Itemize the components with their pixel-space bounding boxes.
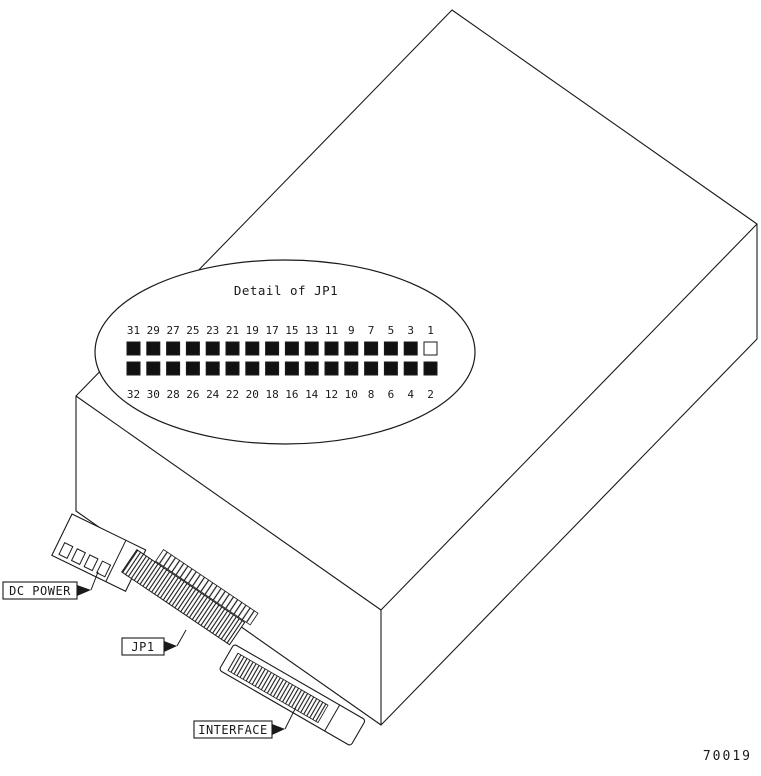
pin-number-15: 15 <box>285 324 298 337</box>
figure-number: 70019 <box>703 749 752 764</box>
pin-number-13: 13 <box>305 324 318 337</box>
pin-number-1: 1 <box>427 324 434 337</box>
pin-number-31: 31 <box>127 324 140 337</box>
pin-square-31 <box>126 341 141 356</box>
pin-square-3 <box>403 341 418 356</box>
pin-square-28 <box>166 361 181 376</box>
pin-number-20: 20 <box>246 388 259 401</box>
dc-pin-1 <box>58 542 74 559</box>
jp1-body <box>121 548 246 646</box>
interface-contacts <box>227 652 329 724</box>
pin-number-2: 2 <box>427 388 434 401</box>
pin-square-10 <box>344 361 359 376</box>
pin-square-23 <box>205 341 220 356</box>
pin-square-25 <box>185 341 200 356</box>
pin-number-22: 22 <box>226 388 239 401</box>
callout-title: Detail of JP1 <box>234 283 338 298</box>
dc-power-divider <box>105 540 127 582</box>
dc-power-leader-line <box>90 571 99 591</box>
pin-number-25: 25 <box>186 324 199 337</box>
pin-square-21 <box>225 341 240 356</box>
pin-square-20 <box>245 361 260 376</box>
pin-number-10: 10 <box>345 388 358 401</box>
pin-square-22 <box>225 361 240 376</box>
dc-power-connector <box>51 513 147 593</box>
pin-square-15 <box>284 341 299 356</box>
pin-square-7 <box>364 341 379 356</box>
pin-square-30 <box>146 361 161 376</box>
pin-square-13 <box>304 341 319 356</box>
pin-squares-bottom-row <box>126 361 438 376</box>
pin-number-24: 24 <box>206 388 220 401</box>
pin-number-30: 30 <box>147 388 160 401</box>
pin-square-12 <box>324 361 339 376</box>
jp1-pointer-icon <box>164 641 177 652</box>
pin-number-17: 17 <box>265 324 278 337</box>
dc-power-pointer-icon <box>77 585 91 596</box>
pin-square-2 <box>423 361 438 376</box>
pin-square-8 <box>364 361 379 376</box>
pin-number-32: 32 <box>127 388 140 401</box>
pin-square-17 <box>265 341 280 356</box>
interface-pointer-icon <box>272 724 285 735</box>
pin-number-27: 27 <box>166 324 179 337</box>
dc-pin-3 <box>83 554 99 572</box>
interface-label-box <box>193 720 273 739</box>
pin-number-12: 12 <box>325 388 338 401</box>
jp1-leader-line <box>176 629 187 647</box>
interface-label-tag: INTERFACE <box>193 706 297 739</box>
pin-squares-top-row <box>126 341 438 356</box>
pin-square-19 <box>245 341 260 356</box>
jp1-label-tag: JP1 <box>121 629 187 656</box>
pin-number-26: 26 <box>186 388 199 401</box>
pin-square-11 <box>324 341 339 356</box>
dc-pin-4 <box>96 560 112 578</box>
interface-end-cap <box>324 704 341 732</box>
jp1-jumper-block <box>121 548 259 646</box>
pin-square-4 <box>403 361 418 376</box>
pin-square-6 <box>383 361 398 376</box>
interface-leader-line <box>284 706 297 730</box>
pin-number-16: 16 <box>285 388 298 401</box>
pin-square-27 <box>166 341 181 356</box>
pin-number-29: 29 <box>147 324 160 337</box>
pin-number-28: 28 <box>166 388 179 401</box>
pin-number-6: 6 <box>388 388 395 401</box>
dc-power-label: DC POWER <box>9 584 71 598</box>
pin-number-21: 21 <box>226 324 239 337</box>
pin-square-14 <box>304 361 319 376</box>
jp1-label: JP1 <box>131 640 154 654</box>
interface-label: INTERFACE <box>198 723 268 737</box>
pin-number-8: 8 <box>368 388 375 401</box>
jp1-pin-row <box>155 548 259 626</box>
pin-number-14: 14 <box>305 388 319 401</box>
pin-square-24 <box>205 361 220 376</box>
pin-number-9: 9 <box>348 324 355 337</box>
pin-number-23: 23 <box>206 324 219 337</box>
pin-square-29 <box>146 341 161 356</box>
pin-square-26 <box>185 361 200 376</box>
pin-square-18 <box>265 361 280 376</box>
pin-number-11: 11 <box>325 324 338 337</box>
jp1-label-box <box>121 637 165 656</box>
dc-power-label-tag: DC POWER <box>2 571 99 600</box>
pin-square-1 <box>423 341 438 356</box>
dc-power-label-box <box>2 581 78 600</box>
pin-number-4: 4 <box>407 388 414 401</box>
pin-number-18: 18 <box>265 388 278 401</box>
pin-square-32 <box>126 361 141 376</box>
pin-square-9 <box>344 341 359 356</box>
pin-number-3: 3 <box>407 324 414 337</box>
pin-number-7: 7 <box>368 324 375 337</box>
interface-connector <box>219 644 366 746</box>
dc-pin-2 <box>70 548 87 566</box>
pin-square-5 <box>383 341 398 356</box>
pin-number-19: 19 <box>246 324 259 337</box>
pin-number-5: 5 <box>388 324 395 337</box>
pin-square-16 <box>284 361 299 376</box>
